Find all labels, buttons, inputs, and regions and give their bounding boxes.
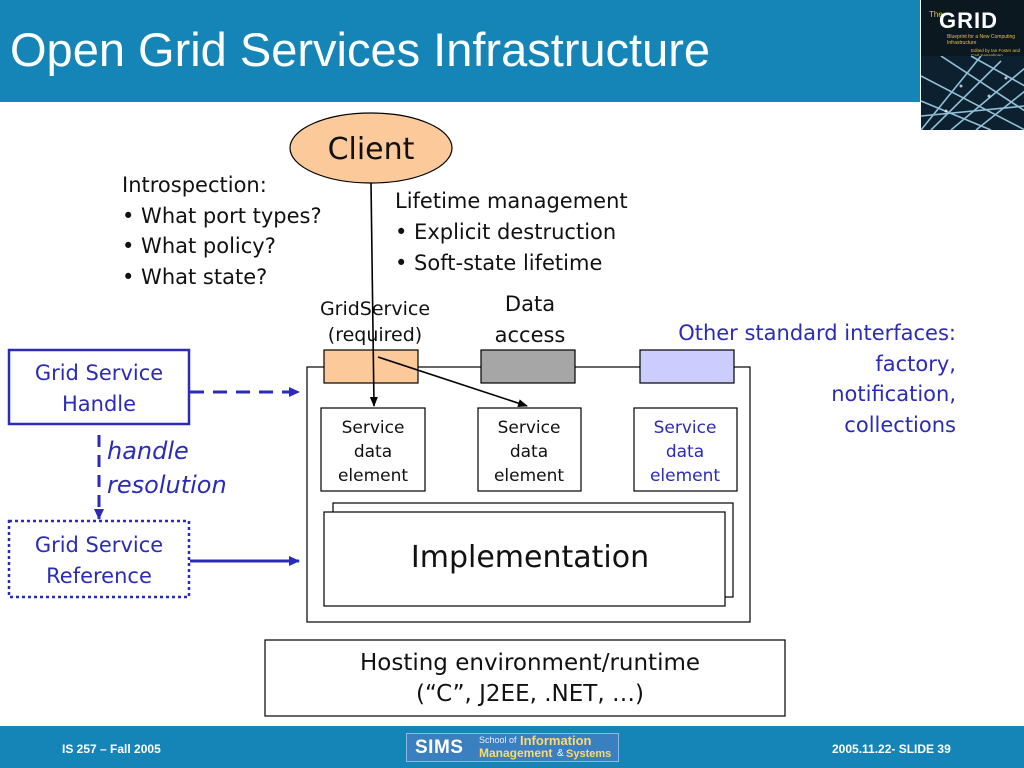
other-interfaces-port — [639, 349, 735, 384]
sims-logo-amp: & — [557, 748, 564, 759]
grid-service-handle-box — [7, 348, 191, 426]
grid-service-reference-box — [7, 519, 191, 599]
book-cover-editors: Edited by Ian Foster and Carl Kesselman — [971, 48, 1021, 58]
sde-label-line: element — [494, 466, 564, 486]
client-label: Client — [328, 132, 415, 167]
hosting-label-line: (“C”, J2EE, .NET, …) — [416, 681, 644, 707]
sde-label-line: data — [510, 442, 548, 462]
slide-header — [0, 0, 1024, 102]
book-cover-subtitle: Blueprint for a New Computing Infrastruc… — [947, 34, 1016, 46]
gsr-label-line: Grid Service — [35, 533, 163, 557]
grid-book-cover: The GRID Blueprint for a New Computing I… — [920, 0, 1024, 130]
footer-course: IS 257 – Fall 2005 — [62, 742, 161, 756]
introspection-item: • What port types? — [122, 204, 322, 228]
data-access-port — [480, 349, 576, 384]
sde-label-line: data — [354, 442, 392, 462]
service-data-element-box — [320, 407, 426, 492]
gsh-label-line: Grid Service — [35, 361, 163, 385]
hosting-environment-box — [264, 639, 786, 717]
handle-resolution-line: handle — [107, 437, 189, 465]
sde-label-line: element — [650, 466, 720, 486]
introspection-notes: Introspection: • What port types? • What… — [122, 173, 322, 289]
sims-logo-management: Management — [479, 746, 553, 760]
other-interfaces-line: Other standard interfaces: — [678, 321, 956, 345]
sims-logo-sims: SIMS — [415, 737, 464, 758]
sde-label-line: Service — [498, 418, 561, 438]
book-cover-grid-art — [921, 56, 1024, 130]
client-to-sde-arrow — [369, 182, 378, 407]
other-interfaces-line: notification, — [831, 382, 956, 406]
gridservice-port — [323, 349, 419, 384]
service-data-element-box — [477, 407, 582, 492]
introspection-heading: Introspection: — [122, 173, 267, 197]
lifetime-item: • Explicit destruction — [395, 220, 616, 244]
data-access-label-line: access — [495, 323, 566, 347]
sde-label-line: Service — [342, 418, 405, 438]
implementation-label: Implementation — [411, 540, 649, 575]
footer-slide-number: 2005.11.22- SLIDE 39 — [832, 742, 951, 756]
slide-title: Open Grid Services Infrastructure — [10, 23, 711, 76]
gridservice-label-line: GridService — [320, 298, 430, 320]
service-data-element-box — [633, 407, 738, 492]
gsr-label-line: Reference — [46, 564, 152, 588]
gsh-label-line: Handle — [62, 392, 136, 416]
book-cover-the: The — [929, 10, 943, 19]
lifetime-heading: Lifetime management — [395, 189, 628, 213]
port-to-sde-arrow — [377, 356, 528, 407]
data-access-label-line: Data — [505, 292, 555, 316]
lifetime-item: • Soft-state lifetime — [395, 251, 602, 275]
hosting-label-line: Hosting environment/runtime — [360, 650, 700, 676]
sde-label-line: data — [666, 442, 704, 462]
sde-label-line: element — [338, 466, 408, 486]
lifetime-notes: Lifetime management • Explicit destructi… — [395, 189, 628, 275]
book-cover-title: GRID — [939, 8, 998, 33]
introspection-item: • What policy? — [122, 234, 276, 258]
sims-logo-school-of: School of — [479, 735, 517, 745]
other-interfaces-line: factory, — [875, 352, 956, 376]
sims-logo: SIMS School of Information Management & … — [406, 733, 619, 762]
other-interfaces-line: collections — [844, 413, 956, 437]
handle-resolution-line: resolution — [107, 471, 227, 499]
gridservice-label-line: (required) — [328, 324, 422, 346]
sims-logo-systems: Systems — [566, 748, 612, 760]
sims-logo-information: Information — [520, 733, 592, 748]
implementation-box — [323, 511, 726, 607]
introspection-item: • What state? — [122, 265, 267, 289]
sde-label-line: Service — [654, 418, 717, 438]
other-interfaces-notes: Other standard interfaces: factory, noti… — [678, 321, 956, 437]
